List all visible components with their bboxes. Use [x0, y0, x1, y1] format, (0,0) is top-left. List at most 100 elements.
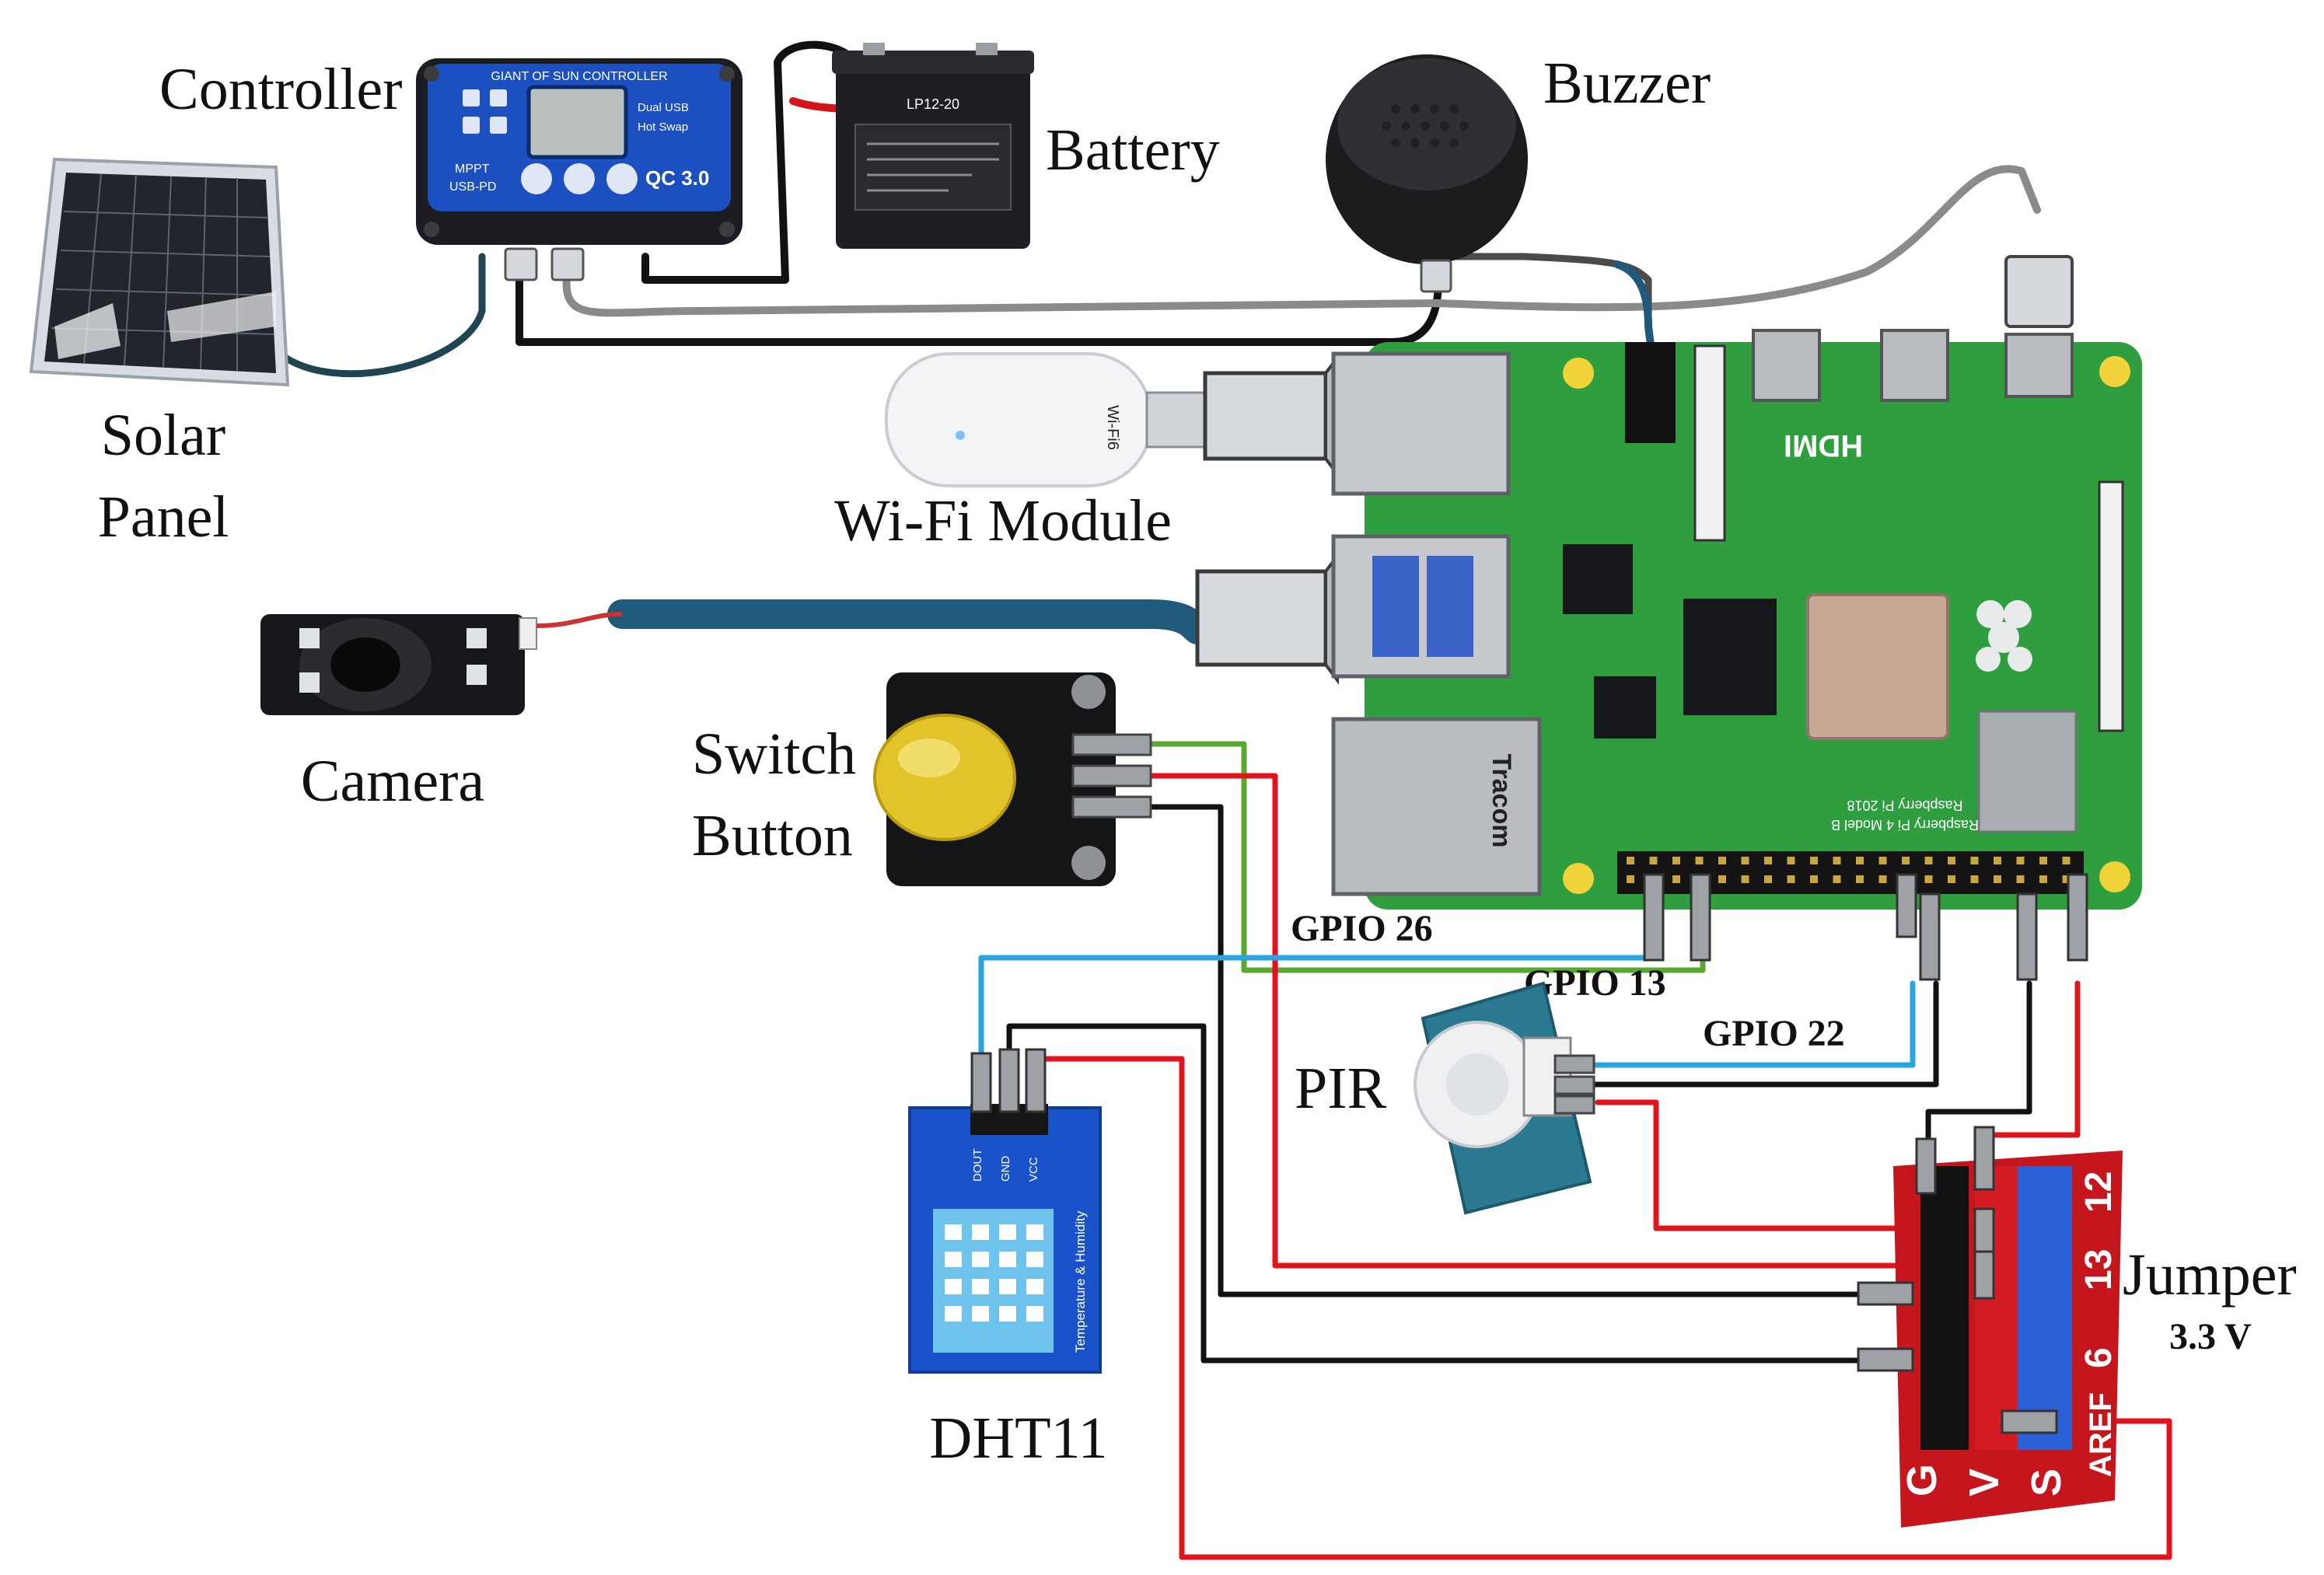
controller-brand: GIANT OF SUN CONTROLLER	[491, 70, 667, 83]
pi-wifi-shield	[1977, 710, 2078, 833]
pi-model-text: Raspberry Pi 4 Model B	[1831, 817, 1979, 833]
battery-terminal-neg	[863, 43, 885, 55]
controller-gray-usb	[562, 165, 2041, 317]
jumper-letter-v: V	[1961, 1468, 2008, 1496]
controller: GIANT OF SUN CONTROLLER Dual USB Hot Swa…	[416, 58, 743, 281]
controller-qc: QC 3.0	[645, 166, 709, 190]
jumper-s-column	[2018, 1166, 2072, 1450]
jumper-number-13: 13	[2078, 1249, 2120, 1290]
pi-usb3-insert-2	[1427, 556, 1473, 657]
controller-plus-button	[564, 163, 595, 194]
gpio-pin	[1672, 857, 1680, 864]
buzzer	[1326, 54, 1528, 293]
camera-connector	[519, 617, 537, 650]
solar-glare-2	[167, 292, 276, 342]
pi-audio-jack	[1625, 342, 1676, 443]
pi-display-connector	[2098, 480, 2124, 732]
buzzer-plug	[1420, 259, 1452, 293]
pi-hdmi-text: HDMI	[1784, 428, 1863, 463]
switch-pins	[1071, 733, 1152, 819]
pir-label: PIR	[1295, 1056, 1387, 1121]
battery-terminal-pos	[976, 43, 998, 55]
dht11-pin-vcc: VCC	[1027, 1157, 1040, 1182]
switch-wire-black	[1148, 804, 1861, 1297]
raspberry-pi: Tracom HDMI Raspberry Pi 4 Model B Raspb…	[1331, 255, 2142, 981]
controller-hot-swap: Hot Swap	[638, 120, 688, 134]
jumper-voltage-label: 3.3 V	[2169, 1316, 2252, 1357]
wires	[276, 40, 2172, 1560]
camera-ribbon	[536, 612, 623, 628]
wifi-led	[956, 431, 965, 440]
gpio-pin	[1970, 857, 1979, 864]
battery-model: LP12-20	[907, 96, 959, 112]
gpio-pin	[1627, 857, 1634, 864]
pir-wire-black	[1579, 980, 1939, 1088]
pi-mount-holes	[1563, 356, 2130, 894]
pir-wire-red	[1595, 1099, 1994, 1231]
gpio-pin	[2016, 875, 2025, 883]
jumper-aref: AREF	[2084, 1392, 2118, 1477]
camera	[260, 551, 1339, 715]
controller-mode-button	[606, 163, 638, 194]
pi-usb-c-port	[2004, 333, 2074, 398]
gpio-pin	[1856, 857, 1864, 864]
gpio-pin	[1924, 857, 1933, 864]
switch-cap	[873, 714, 1016, 841]
gpio-pin	[1924, 875, 1933, 883]
camera-led-1	[299, 628, 320, 648]
gpio-pin	[1741, 875, 1749, 883]
switch-button	[873, 672, 1152, 886]
pir-wire-blue	[1579, 980, 1916, 1068]
pi-header-plugs	[1643, 873, 2088, 981]
camera-led-4	[467, 665, 487, 685]
dht11-side-text: Temperature & Humidity	[1073, 1210, 1088, 1353]
controller-screw-tl	[424, 66, 439, 82]
gpio-pin	[1856, 875, 1864, 883]
wifi-module-label: Wi-Fi Module	[834, 488, 1172, 554]
gpio-pin	[1948, 857, 1955, 864]
solar-glare	[54, 303, 121, 359]
battery-cable-black	[641, 40, 851, 284]
controller-black-loop	[515, 264, 1442, 346]
controller-usb-a-2	[550, 247, 585, 281]
battery-label-lines	[867, 142, 999, 192]
controller-screw-br	[719, 222, 735, 237]
gpio-pin	[1878, 857, 1887, 864]
dht11-pin-gnd: GND	[999, 1156, 1012, 1182]
camera-led-3	[467, 628, 487, 648]
switch-screw-top	[1071, 675, 1106, 709]
solar-panel-label-1: Solar	[101, 403, 225, 468]
gpio-pin	[1695, 857, 1704, 864]
ethernet-brand: Tracom	[1487, 754, 1516, 848]
buzzer-label: Buzzer	[1543, 51, 1711, 116]
jumper-number-12: 12	[2078, 1172, 2120, 1213]
buzzer-holes	[1382, 104, 1469, 148]
gpio-pin	[2062, 857, 2071, 864]
controller-dual-usb: Dual USB	[638, 101, 689, 114]
gpio-pin	[1810, 857, 1818, 864]
gpio-pin	[1764, 857, 1772, 864]
gpio-pin	[1649, 857, 1658, 864]
switch-button-label-2: Button	[692, 803, 853, 868]
gpio-pin	[2039, 857, 2047, 864]
pi-usb-controller	[1563, 544, 1633, 614]
pi-usb-c-plug	[2004, 255, 2074, 328]
battery-label: Battery	[1046, 117, 1220, 183]
gpio-pin	[1672, 875, 1680, 883]
gpio-pin	[2062, 875, 2071, 883]
dht11-grid	[945, 1224, 1043, 1322]
controller-screw-tr	[719, 66, 735, 82]
camera-usb-extension	[1195, 569, 1328, 667]
dht-wire-red	[1031, 1056, 2172, 1560]
pi-ethernet	[1331, 717, 1542, 896]
jumper-g-column	[1920, 1166, 1969, 1450]
dht11-sensor: DOUT GND VCC Temperature & Humidity	[908, 1048, 1102, 1374]
pi-ethernet-chip	[1594, 676, 1656, 739]
pir-sensor	[1414, 981, 1595, 1215]
wifi-module: Wi-Fi6	[885, 352, 1339, 487]
dht11-pin-dout: DOUT	[971, 1149, 984, 1182]
solar-panel	[29, 157, 290, 387]
gpio-pin	[1970, 875, 1979, 883]
